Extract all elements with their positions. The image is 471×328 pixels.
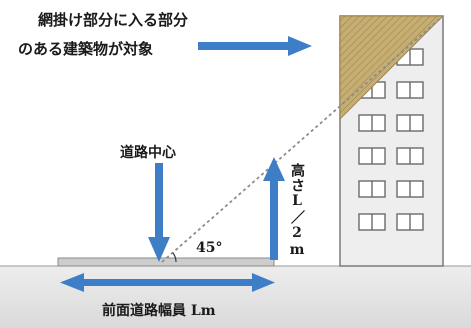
road-width-arrow xyxy=(60,273,275,292)
height-label: 高さL／2m xyxy=(289,163,305,259)
ground xyxy=(0,266,471,328)
hatched-area xyxy=(339,15,444,120)
road-center-label: 道路中心 xyxy=(120,145,176,161)
height-arrow xyxy=(263,157,285,260)
sight-line-45deg xyxy=(161,15,444,263)
angle-label: 45° xyxy=(196,240,223,256)
road-width-label: 前面道路幅員 Lm xyxy=(102,303,216,319)
road-center-arrow xyxy=(148,163,170,262)
annotation-line-1: 網掛け部分に入る部分 xyxy=(38,11,189,29)
annotation-arrow xyxy=(198,36,312,56)
angle-arc xyxy=(172,252,177,263)
road xyxy=(57,257,275,267)
annotation-line-2: のある建築物が対象 xyxy=(18,40,154,58)
